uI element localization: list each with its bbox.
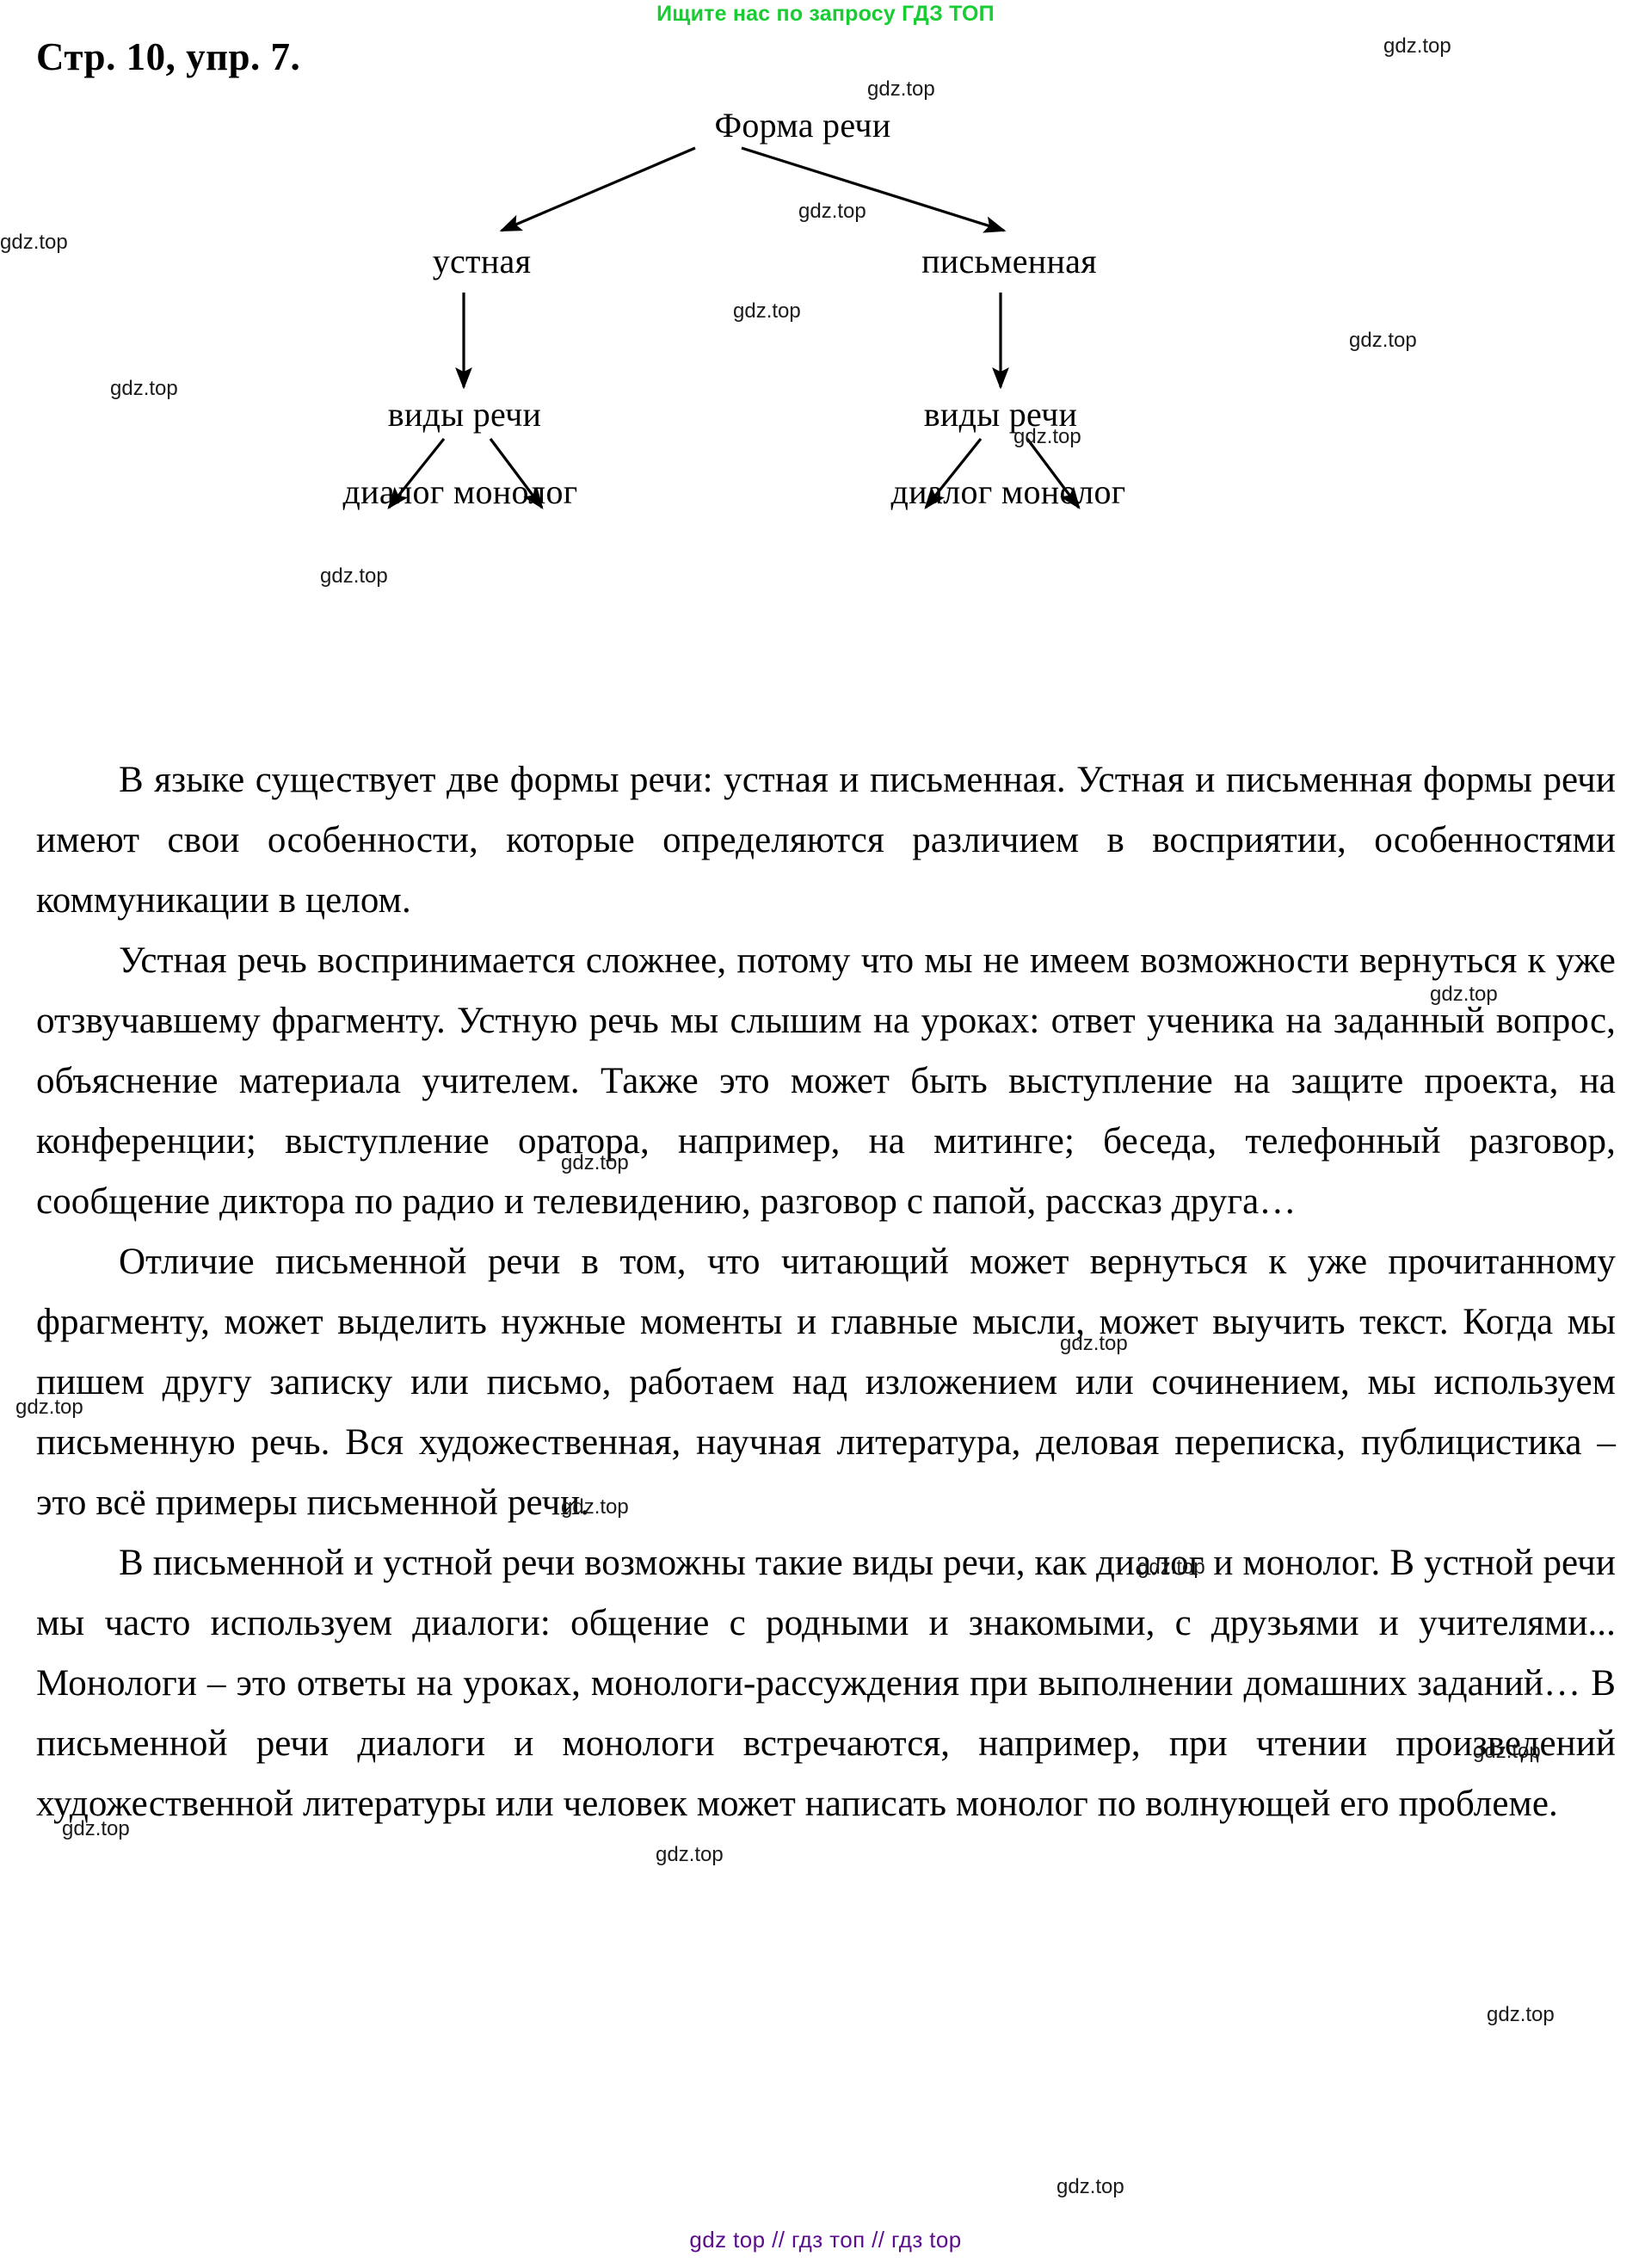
watermark: gdz.top — [320, 564, 388, 588]
arrow-right-types-to-monolog — [1026, 438, 1081, 510]
arrow-root-to-oral — [499, 146, 696, 232]
watermark: gdz.top — [110, 377, 178, 400]
watermark: gdz.top — [561, 1151, 629, 1174]
watermark: gdz.top — [1057, 2175, 1124, 2198]
paragraph-4: В письменной и устной речи возможны таки… — [36, 1543, 1616, 1824]
speech-forms-diagram: Форма речи устная письменная виды речи в… — [0, 86, 1651, 774]
promo-banner: Ищите нас по запросу ГДЗ ТОП — [656, 2, 995, 26]
arrow-root-to-written — [741, 146, 1007, 233]
watermark: gdz.top — [1013, 425, 1081, 448]
diagram-node-oral: устная — [432, 242, 532, 280]
watermark: gdz.top — [1137, 1556, 1205, 1579]
diagram-node-written-types: виды речи — [923, 395, 1078, 434]
watermark: gdz.top — [0, 231, 68, 254]
watermark: gdz.top — [733, 299, 801, 323]
watermark: gdz.top — [1473, 1740, 1541, 1763]
arrow-left-types-to-monolog — [489, 438, 544, 510]
watermark: gdz.top — [62, 1817, 130, 1840]
watermark: gdz.top — [867, 77, 935, 101]
diagram-node-oral-leaves: диалог монолог — [342, 472, 578, 511]
watermark: gdz.top — [1430, 983, 1498, 1006]
page-title: Стр. 10, упр. 7. — [36, 35, 301, 78]
watermark: gdz.top — [561, 1495, 629, 1519]
arrow-left-types-to-dialog — [387, 438, 446, 509]
watermark: gdz.top — [798, 200, 866, 223]
footer-links[interactable]: gdz top // гдз топ // гдз top — [689, 2227, 962, 2253]
watermark: gdz.top — [1383, 34, 1451, 58]
paragraph-2: Устная речь воспринимается сложнее, пото… — [36, 940, 1616, 1222]
watermark: gdz.top — [15, 1396, 83, 1419]
diagram-node-written: письменная — [921, 242, 1097, 280]
paragraph-1: В языке существует две формы речи: устна… — [36, 760, 1616, 921]
watermark: gdz.top — [656, 1843, 724, 1866]
diagram-arrows — [387, 146, 1081, 510]
watermark: gdz.top — [1487, 2003, 1555, 2026]
diagram-node-written-leaves: диалог монолог — [890, 472, 1126, 511]
paragraph-3: Отличие письменной речи в том, что читаю… — [36, 1242, 1616, 1523]
answer-body: В языке существует две формы речи: устна… — [36, 750, 1616, 1834]
diagram-node-oral-types: виды речи — [387, 395, 542, 434]
arrow-right-types-to-dialog — [924, 438, 983, 509]
diagram-node-root: Форма речи — [714, 106, 891, 145]
watermark: gdz.top — [1349, 329, 1417, 352]
watermark: gdz.top — [1060, 1332, 1128, 1355]
